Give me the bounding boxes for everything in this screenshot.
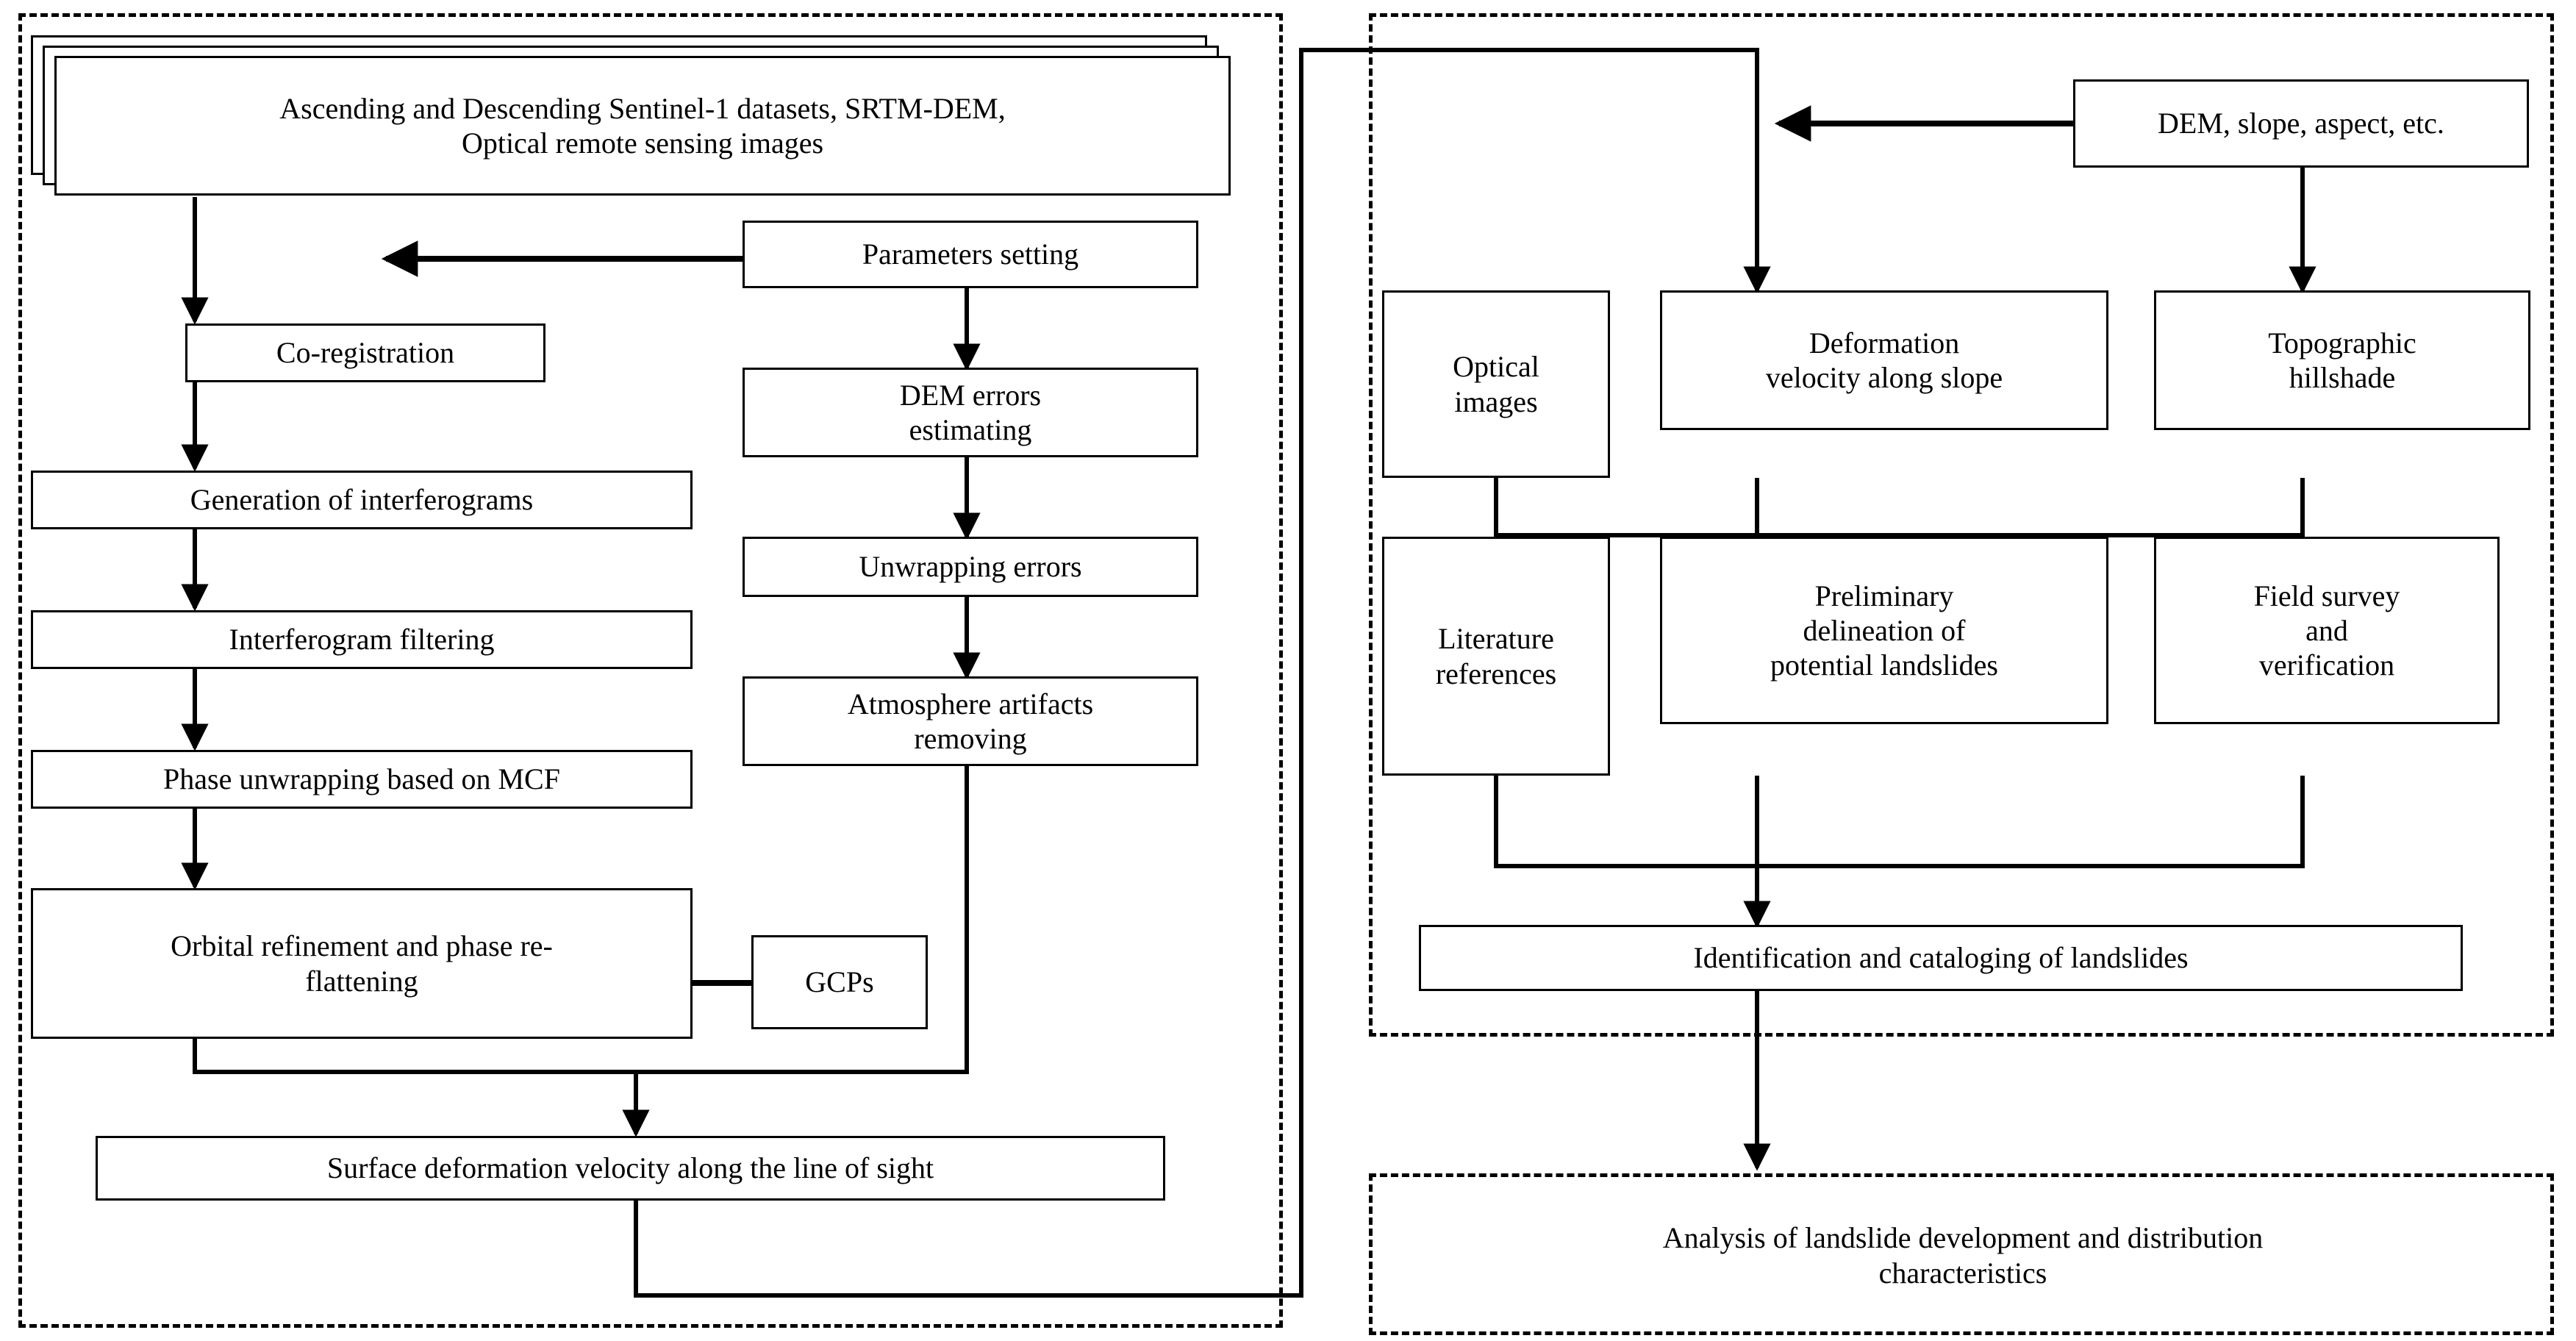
node-analysis-characteristics: Analysis of landslide development and di…	[1662, 1221, 2264, 1290]
node-interferogram-filtering[interactable]: Interferogram filtering	[31, 610, 693, 669]
landslide-identification-group	[1369, 13, 2554, 1037]
node-field-survey-verification[interactable]: Field survey and verification	[2154, 537, 2500, 724]
node-surface-deformation-velocity[interactable]: Surface deformation velocity along the l…	[96, 1136, 1165, 1201]
node-dem-slope-aspect[interactable]: DEM, slope, aspect, etc.	[2073, 79, 2529, 168]
edge-atmosphere-to-junction	[636, 765, 969, 1074]
edge-hillshade-to-merge	[1757, 478, 2305, 537]
edge-optical-to-merge	[1494, 478, 1757, 537]
analysis-group	[1369, 1173, 2554, 1335]
node-parameters-setting[interactable]: Parameters setting	[743, 221, 1198, 288]
edge-orbital-to-junction	[193, 1037, 636, 1074]
node-datasets[interactable]: Ascending and Descending Sentinel-1 data…	[54, 56, 1231, 196]
node-unwrapping-errors[interactable]: Unwrapping errors	[743, 537, 1198, 597]
node-deformation-velocity-along-slope[interactable]: Deformation velocity along slope	[1660, 290, 2108, 430]
node-literature-references[interactable]: Literature references	[1382, 537, 1610, 776]
node-topographic-hillshade[interactable]: Topographic hillshade	[2154, 290, 2530, 430]
edge-literature-to-merge2	[1494, 776, 1757, 868]
node-preliminary-delineation[interactable]: Preliminary delineation of potential lan…	[1660, 537, 2108, 724]
edge-rightpanel-entry-to-deformationvelocity	[1371, 48, 1771, 294]
edge-surfacedeformation-to-rightpanel	[634, 48, 1371, 1298]
node-phase-unwrapping[interactable]: Phase unwrapping based on MCF	[31, 750, 693, 809]
edge-fieldsurvey-to-merge2	[1757, 776, 2305, 868]
node-generation-of-interferograms[interactable]: Generation of interferograms	[31, 471, 693, 529]
node-co-registration[interactable]: Co-registration	[185, 323, 545, 382]
node-optical-images[interactable]: Optical images	[1382, 290, 1610, 478]
node-atmosphere-artifacts-removing[interactable]: Atmosphere artifacts removing	[743, 676, 1198, 766]
insar-processing-group	[18, 13, 1283, 1328]
node-orbital-refinement[interactable]: Orbital refinement and phase re- flatten…	[31, 888, 693, 1039]
node-gcps[interactable]: GCPs	[751, 935, 928, 1029]
node-dem-errors-estimating[interactable]: DEM errors estimating	[743, 368, 1198, 457]
node-identification-cataloging[interactable]: Identification and cataloging of landsli…	[1419, 925, 2463, 991]
